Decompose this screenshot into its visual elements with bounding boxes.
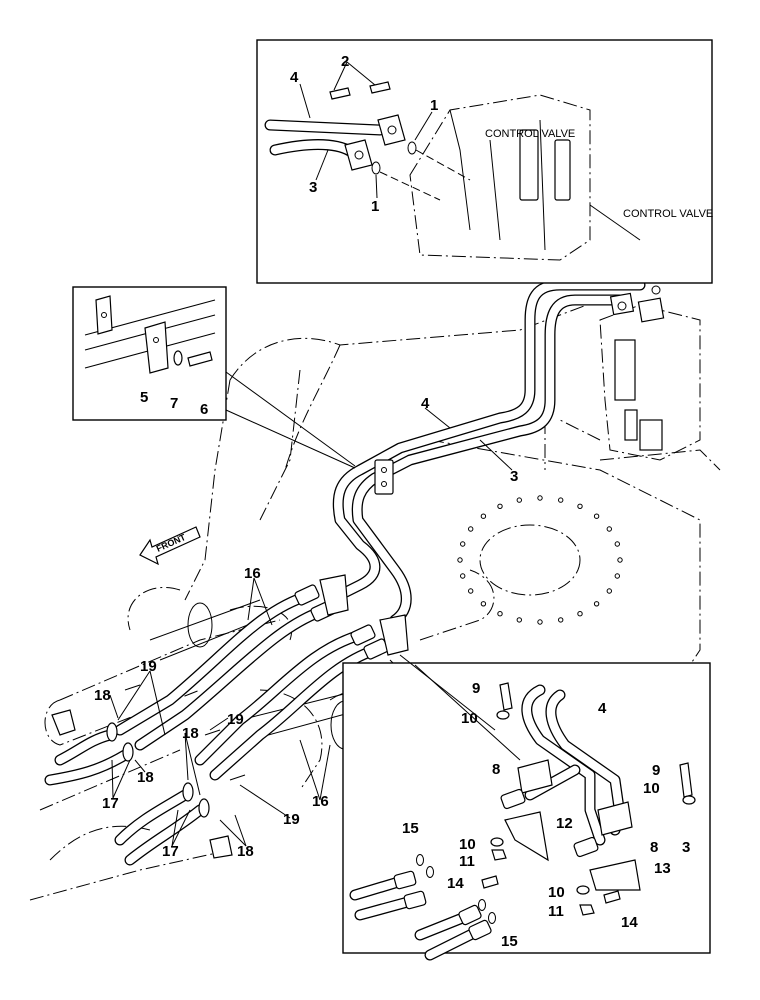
- bearing-bolt-hole: [537, 619, 543, 625]
- callout-18: 18: [137, 769, 154, 786]
- callout-15: 15: [501, 933, 518, 950]
- bearing-bolt-hole: [497, 503, 503, 509]
- bearing-bolt-hole: [460, 573, 466, 579]
- callout-18: 18: [182, 725, 199, 742]
- swing-bearing-center: [479, 524, 581, 596]
- callout-10: 10: [548, 884, 565, 901]
- callout-4: 4: [598, 700, 607, 717]
- pipe-4-main: [332, 279, 646, 601]
- callout-14: 14: [447, 875, 464, 892]
- bearing-bolt-hole: [577, 503, 583, 509]
- bearing-bolt-hole: [606, 526, 612, 532]
- inset-leader-line: [589, 204, 641, 241]
- lower-left-fittings: [44, 684, 246, 866]
- callout-14: 14: [621, 914, 638, 931]
- control-valve-label-inset: CONTROL VALVE: [485, 128, 575, 140]
- callout-10: 10: [643, 780, 660, 797]
- callout-19: 19: [227, 711, 244, 728]
- bearing-bolt-hole: [606, 588, 612, 594]
- callout-9: 9: [472, 680, 480, 697]
- boom-cylinder-left: [44, 599, 261, 746]
- bearing-bolt-hole: [468, 588, 474, 594]
- callout-11: 11: [459, 853, 475, 870]
- callout-4: 4: [290, 69, 299, 86]
- inset-control-valve: [256, 39, 713, 284]
- callout-1: 1: [430, 97, 438, 114]
- callout-10: 10: [459, 836, 476, 853]
- inset-hose-detail: [342, 662, 711, 961]
- bearing-bolt-hole: [480, 601, 487, 607]
- clamp-leader-top: [225, 371, 356, 467]
- callout-15: 15: [402, 820, 419, 837]
- bearing-bolt-hole: [577, 611, 583, 617]
- callout-17: 17: [102, 795, 119, 812]
- pipe-3-main: [351, 294, 626, 626]
- front-direction-arrow: FRONT: [139, 526, 201, 566]
- callout-19: 19: [283, 811, 300, 828]
- callout-numbers: 1 1 2 3 4 5 7 6 4 3 16 19 18 18 17 18 19…: [94, 53, 690, 950]
- callout-7: 7: [170, 395, 178, 412]
- bearing-bolt-hole: [593, 513, 600, 519]
- bearing-bolt-hole: [614, 573, 620, 579]
- hose-detail-leader-b: [414, 664, 521, 761]
- bearing-bolt-hole: [468, 526, 474, 532]
- callout-6: 6: [200, 401, 208, 418]
- callout-1: 1: [371, 198, 379, 215]
- control-valve-label-main: CONTROL VALVE: [623, 208, 713, 220]
- bearing-bolt-hole: [537, 495, 543, 501]
- callout-3: 3: [309, 179, 317, 196]
- inset-clamp-detail: [72, 286, 227, 421]
- callout-9: 9: [652, 762, 660, 779]
- callout-5: 5: [140, 389, 148, 406]
- callout-18: 18: [94, 687, 111, 704]
- callout-8: 8: [492, 761, 500, 778]
- callout-10: 10: [461, 710, 478, 727]
- callout-12: 12: [556, 815, 573, 832]
- bearing-bolt-hole: [480, 513, 487, 519]
- bearing-bolt-hole: [558, 617, 564, 623]
- bearing-bolt-hole: [558, 497, 564, 503]
- pipe-clamp-main: [374, 459, 394, 495]
- swing-bearing-bolt-circle: [457, 495, 623, 625]
- bearing-bolt-hole: [593, 601, 600, 607]
- callout-16: 16: [244, 565, 261, 582]
- bearing-bolt-hole: [617, 557, 623, 563]
- callout-3: 3: [510, 468, 518, 485]
- callout-3: 3: [682, 839, 690, 856]
- hose-connectors-upper: [294, 574, 409, 660]
- callout-19: 19: [140, 658, 157, 675]
- hose-detail-leader-a: [399, 654, 496, 731]
- bearing-bolt-hole: [460, 541, 466, 547]
- bearing-bolt-hole: [516, 497, 522, 503]
- clamp-leader-bottom: [225, 409, 356, 469]
- callout-11: 11: [548, 903, 564, 920]
- callout-13: 13: [654, 860, 671, 877]
- callout-2: 2: [341, 53, 349, 70]
- callout-8: 8: [650, 839, 658, 856]
- callout-4: 4: [421, 395, 430, 412]
- callout-16: 16: [312, 793, 329, 810]
- callout-17: 17: [162, 843, 179, 860]
- callout-18: 18: [237, 843, 254, 860]
- bearing-bolt-hole: [614, 541, 620, 547]
- bearing-bolt-hole: [497, 611, 503, 617]
- hose-group-16: [114, 589, 381, 781]
- callout-leaders: [109, 61, 513, 847]
- bearing-bolt-hole: [457, 557, 463, 563]
- bearing-bolt-hole: [516, 617, 522, 623]
